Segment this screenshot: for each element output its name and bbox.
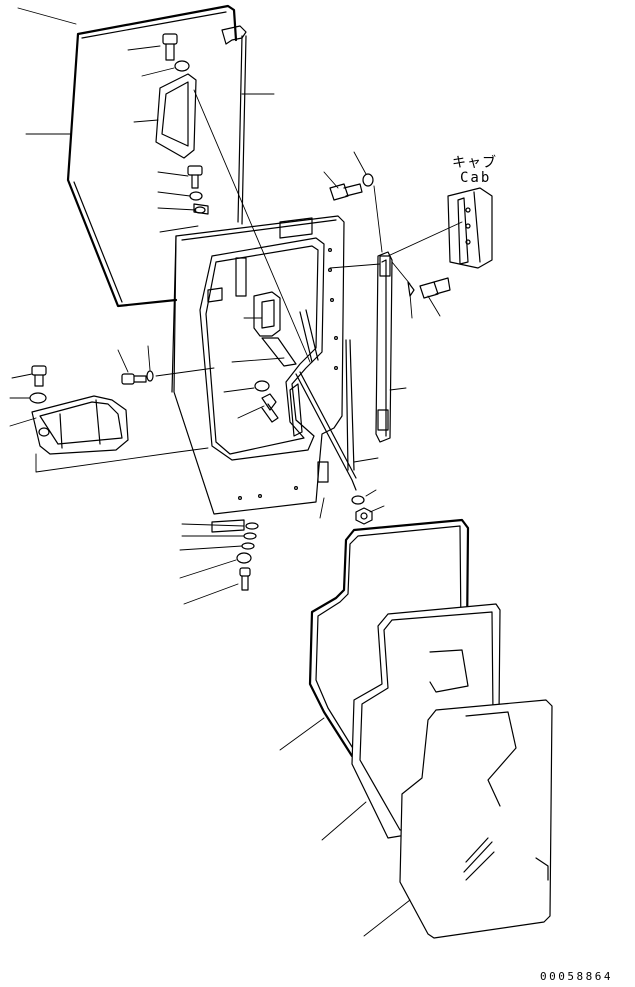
leader-line-washer-mid-left [147, 345, 151, 371]
leader-line-bolt-left [11, 373, 33, 379]
washer-mid-left [146, 370, 154, 382]
leader-line-fastener-3 [179, 545, 243, 551]
leader-line-glass-outer [363, 899, 411, 937]
door-hinge-strip [289, 339, 355, 471]
washer-left [29, 392, 47, 404]
leader-line-fastener-5 [183, 583, 239, 605]
leader-line-screw-1 [157, 171, 189, 177]
washer-bottom-right [351, 495, 365, 505]
leader-line-bolt-right-mid [427, 295, 441, 317]
cab-pillar [447, 187, 493, 269]
leader-line-window-seal [279, 717, 325, 751]
leader-line-bolt-top [127, 45, 161, 51]
leader-line-handle-recess [133, 119, 159, 123]
leader-line-screw-4 [159, 225, 199, 233]
bolt-mid-left [121, 373, 147, 385]
leader-line-strip [353, 457, 379, 463]
leader-line-screw-3 [157, 207, 197, 211]
washer-right-top [362, 173, 374, 187]
leader-line-washer-center [223, 387, 255, 393]
leader-line-washer-right-top [353, 151, 367, 175]
leader-line-nut-bottom-right [369, 505, 385, 513]
lower-trim-cover [31, 395, 129, 455]
bolt-right-mid [419, 277, 451, 299]
screw-set-upper [187, 165, 209, 215]
leader-line-bolt-right-top [323, 171, 339, 189]
bolt-top [162, 33, 178, 61]
leader-line-bolt-down [373, 185, 383, 253]
nut-bottom-right [355, 507, 373, 525]
leader-line-bolt-mid-left [117, 349, 129, 373]
leader-line-lock-link [231, 357, 285, 363]
inner-handle-recess [155, 73, 197, 159]
leader-line-fastener-4 [179, 559, 237, 579]
leader-line-hinge-to-cab [387, 221, 463, 257]
leader-line-glass-inner [321, 801, 367, 841]
leader-line-handle-rod [193, 89, 311, 363]
leader-line-door-bottom [319, 497, 325, 519]
cab-label-english: Cab [460, 170, 492, 186]
leader-line-bolt-center [237, 405, 265, 419]
door-frame [171, 215, 345, 515]
washer-center [254, 380, 270, 392]
leader-line-pin-right-mid [409, 293, 413, 319]
door-lock-assembly [253, 291, 319, 367]
leader-line-washer-bottom-right [365, 489, 377, 497]
door-outer-seal [66, 4, 238, 308]
leader-line-hinge-side [389, 387, 407, 391]
fastener-stack-bottom [211, 519, 259, 591]
leader-line-screw-2 [157, 191, 191, 197]
inner-rod [295, 371, 357, 491]
door-hinge-bracket [375, 251, 393, 443]
leader-line-trim-cover [9, 417, 37, 427]
trim-cover-attachment-line [35, 447, 209, 473]
window-glass-outer [399, 699, 553, 939]
bolt-left [31, 365, 47, 387]
leader-line-washer-top [141, 67, 175, 77]
leader-line-to-frame [155, 367, 215, 377]
leader-line-fastener-1 [181, 523, 245, 527]
cab-label-japanese: キャブ [452, 155, 497, 171]
pin-right-mid [407, 281, 415, 297]
lock-rod [221, 25, 247, 225]
leader-line-outer-seal-top [17, 7, 77, 25]
drawing-number: 00058864 [540, 970, 613, 983]
leader-line-pin-to-hinge [391, 261, 411, 285]
washer-top [174, 60, 190, 72]
bolt-center [261, 393, 279, 423]
bolt-right-top [329, 183, 363, 201]
leader-line-hinge-top [329, 263, 381, 269]
